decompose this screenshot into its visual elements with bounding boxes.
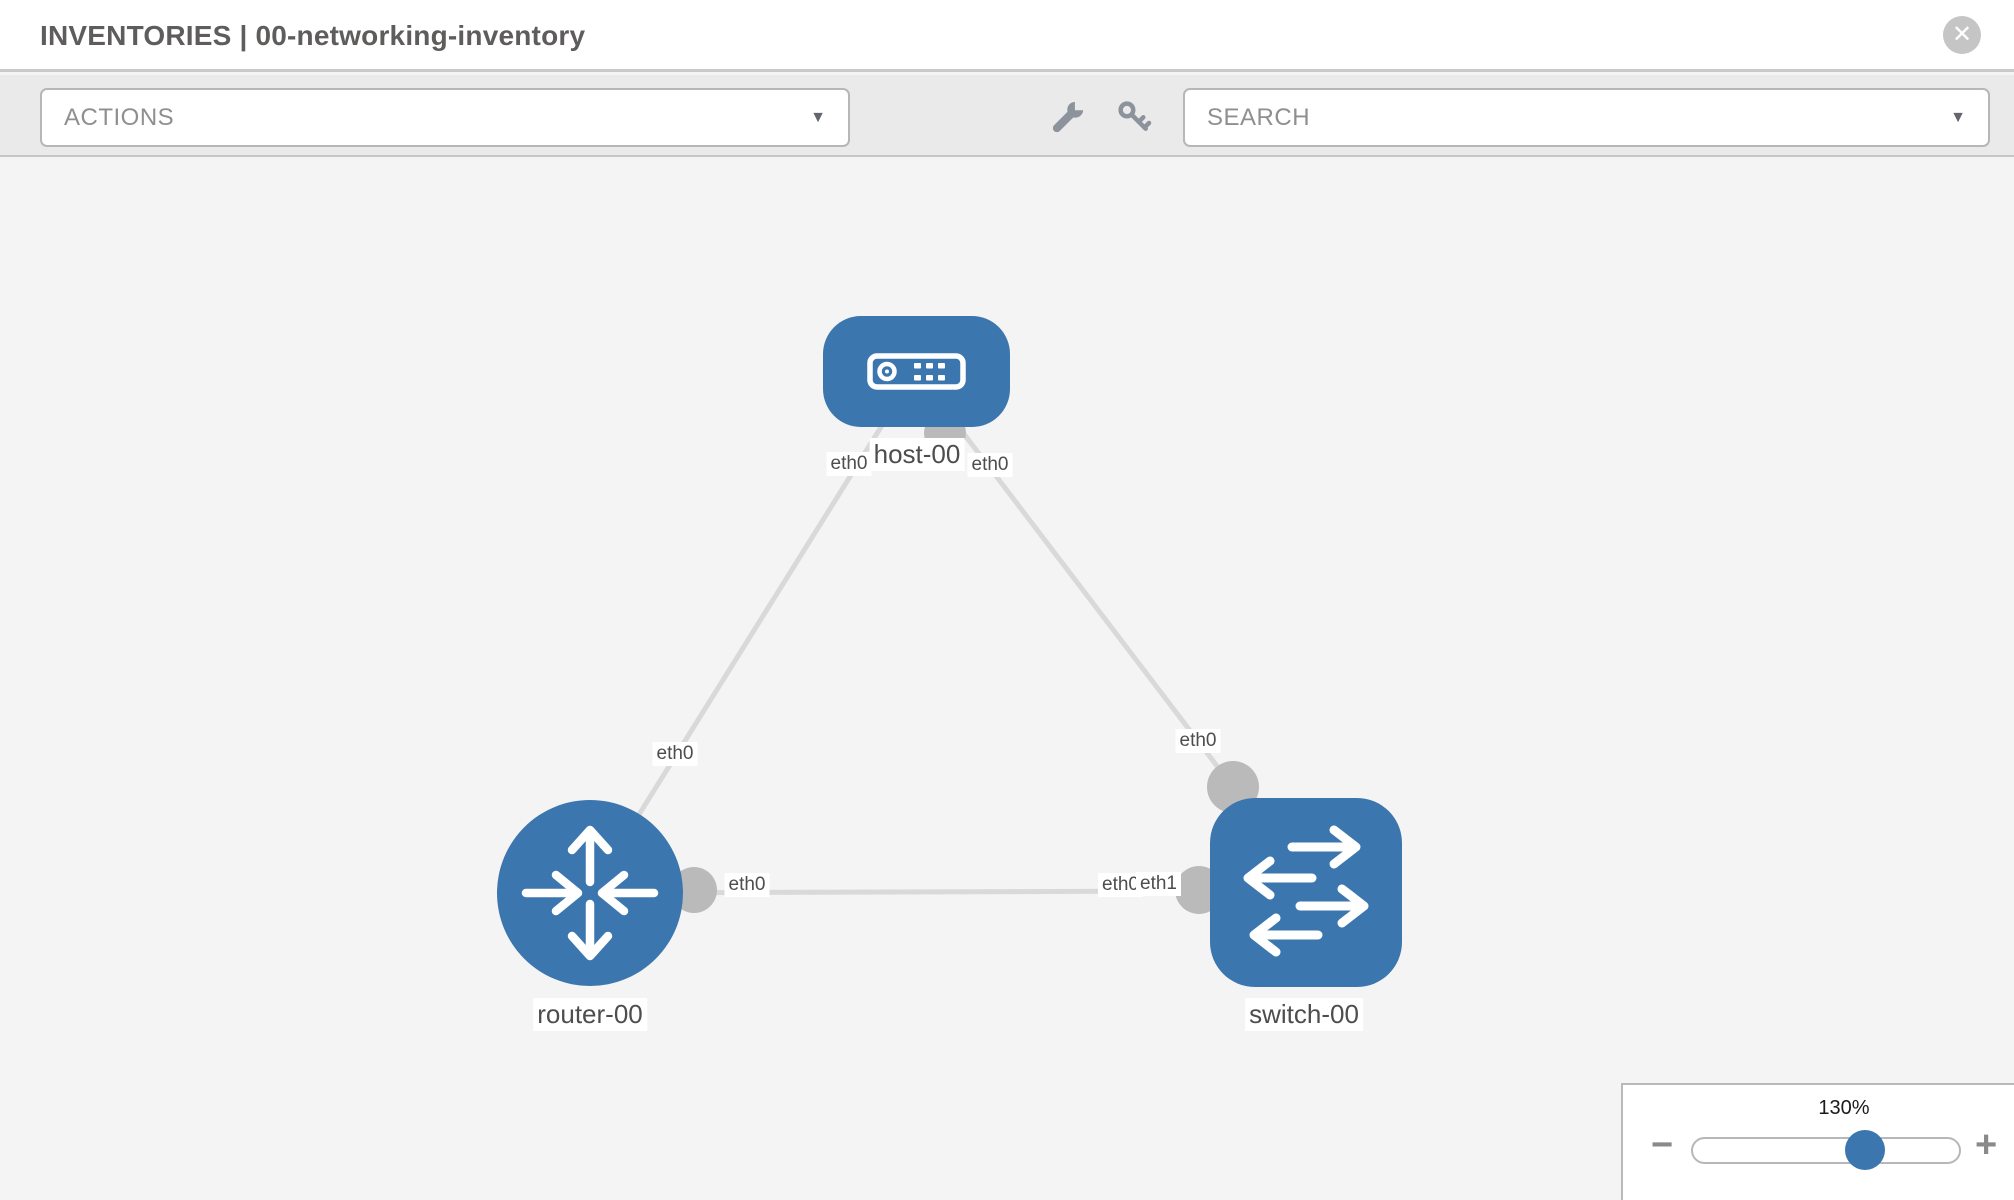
key-button[interactable] [1112, 95, 1156, 139]
search-dropdown[interactable]: SEARCH ▼ [1183, 88, 1990, 147]
interface-connectors [671, 412, 1259, 914]
zoom-slider[interactable] [1691, 1137, 1961, 1164]
host-icon [867, 353, 966, 390]
page-title: INVENTORIES | 00-networking-inventory [40, 20, 586, 51]
link-host-switch[interactable] [914, 369, 1235, 789]
node-label-host: host-00 [869, 438, 965, 471]
key-icon [1118, 101, 1152, 131]
iface-label-overlapped: eth0 [1098, 873, 1143, 897]
zoom-out-button[interactable]: − [1651, 1124, 1674, 1166]
caret-down-icon: ▼ [1950, 108, 1966, 126]
caret-down-icon: ▼ [810, 108, 826, 126]
node-router-00[interactable] [497, 800, 683, 986]
titlebar: INVENTORIES | 00-networking-inventory ✕ [0, 0, 2014, 72]
actions-dropdown[interactable]: ACTIONS ▼ [40, 88, 850, 147]
search-dropdown-label: SEARCH [1207, 103, 1311, 131]
node-host-00[interactable] [823, 316, 1010, 427]
zoom-in-button[interactable]: + [1975, 1124, 1998, 1166]
iface-label: eth0 [1175, 729, 1221, 753]
toolbar: ACTIONS ▼ SEARCH ▼ [0, 75, 2014, 157]
iface-label: eth0 [652, 742, 698, 766]
wrench-icon [1052, 99, 1086, 133]
zoom-panel: 130% − + [1621, 1083, 2014, 1200]
switch-icon [1243, 825, 1369, 957]
iface-label: eth0 [967, 453, 1013, 477]
iface-label: eth0 [826, 452, 872, 476]
iface-label: eth0 [724, 873, 770, 897]
close-icon[interactable]: ✕ [1943, 16, 1981, 54]
node-label-router: router-00 [533, 998, 647, 1031]
iface-label: eth1 [1136, 872, 1181, 896]
node-label-switch: switch-00 [1245, 998, 1363, 1031]
node-switch-00[interactable] [1210, 798, 1402, 987]
wrench-button[interactable] [1046, 95, 1090, 139]
actions-dropdown-label: ACTIONS [64, 103, 175, 131]
zoom-slider-handle[interactable] [1845, 1130, 1885, 1170]
router-icon [521, 825, 659, 961]
zoom-percent-value: 130% [1818, 1097, 1870, 1119]
